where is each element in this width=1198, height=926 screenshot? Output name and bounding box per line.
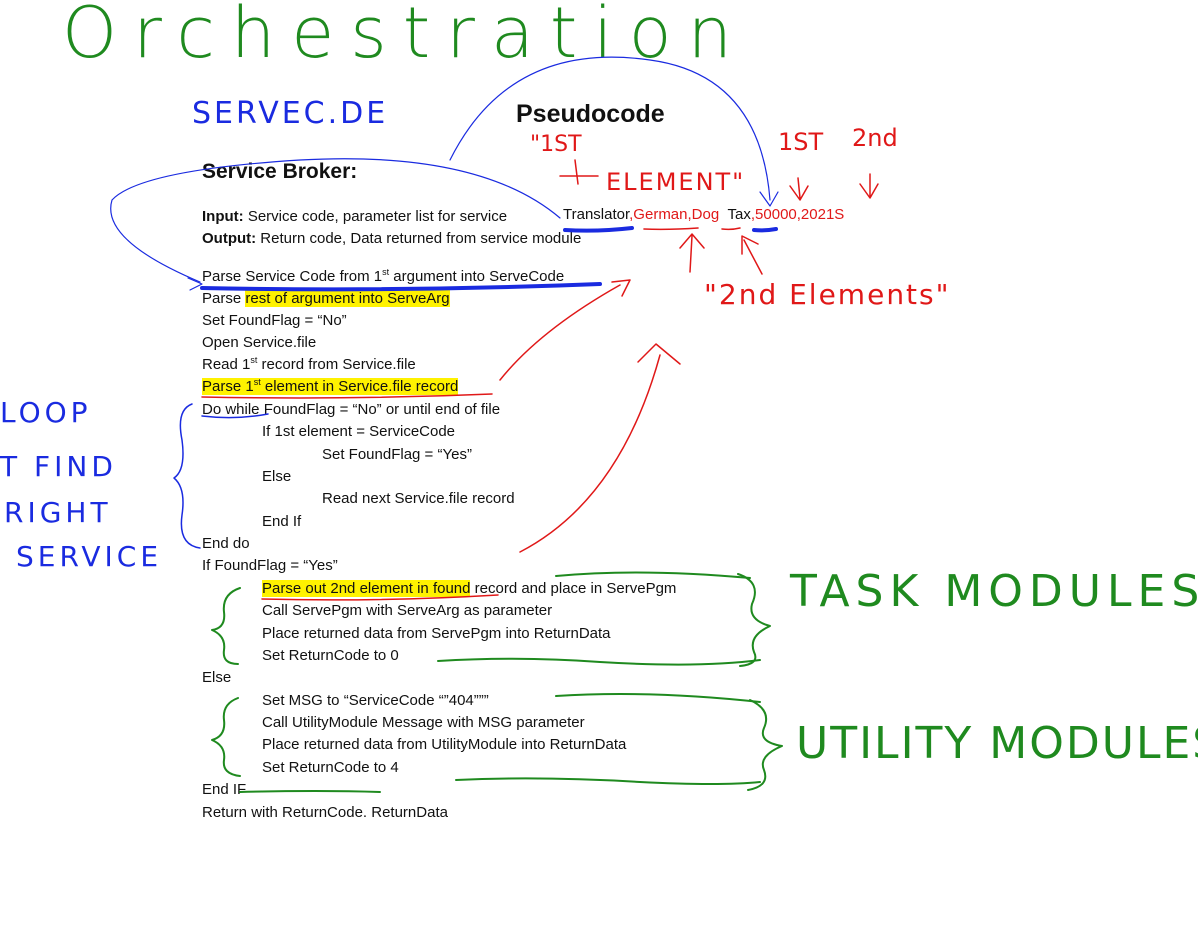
example-args-2: ,50000,2021S [750, 206, 845, 223]
green-line-util-bottom [455, 777, 761, 785]
green-line-util-endif [239, 790, 381, 793]
handwritten-loop-2: T FIND [0, 450, 117, 483]
blue-underline-tax [752, 227, 778, 233]
red-underline-dog [721, 227, 741, 231]
example-service-2: Tax [727, 206, 751, 223]
handwritten-second-elements: "2nd Elements" [704, 278, 951, 311]
code-line-13: End do [202, 535, 250, 552]
code-line-22: Place returned data from UtilityModule i… [262, 736, 627, 753]
blue-arrowhead-parse [187, 277, 203, 291]
handwritten-element: ELEMENT" [606, 168, 746, 196]
green-line-task-top [555, 571, 751, 579]
handwritten-first-element: "1ST [530, 132, 582, 157]
service-broker-heading: Service Broker: [202, 160, 358, 183]
red-arrow-up-1 [679, 233, 705, 273]
handwritten-loop-3: RIGHT [4, 496, 112, 529]
code-line-8: If 1st element = ServiceCode [262, 423, 456, 440]
code-line-2: Parse rest of argument into ServeArg [202, 290, 450, 307]
green-line-util-top [555, 693, 761, 703]
blue-arc-tax [449, 56, 771, 201]
handwritten-loop-4: SERVICE [16, 540, 163, 573]
handwritten-servecode: SERVEC.DE [192, 96, 389, 131]
example-args-1: ,German,Dog [629, 206, 720, 223]
blue-underline-dowhile [201, 413, 269, 419]
code-line-21: Call UtilityModule Message with MSG para… [262, 714, 585, 731]
example-service-1: Translator [563, 206, 630, 223]
handwritten-utility-modules: UTILITY MODULES [796, 718, 1198, 769]
output-text: Return code, Data returned from service … [256, 230, 582, 247]
input-line: Input: Service code, parameter list for … [202, 206, 507, 228]
green-line-task-bottom [437, 657, 761, 666]
code-line-3: Set FoundFlag = “No” [202, 312, 347, 329]
green-brace-task-left [211, 587, 241, 665]
code-line-17: Place returned data from ServePgm into R… [262, 625, 611, 642]
code-line-15: Parse out 2nd element in found record an… [262, 580, 677, 597]
pseudocode-heading: Pseudocode [516, 100, 665, 128]
red-curve-top [499, 284, 621, 381]
code-line-9: Set FoundFlag = “Yes” [322, 446, 472, 463]
handwritten-loop-1: LOOP [0, 396, 92, 429]
red-arrowhead-top [611, 279, 631, 297]
blue-arrowhead-tax [759, 191, 779, 207]
code-line-11: Read next Service.file record [322, 490, 515, 507]
code-line-18: Set ReturnCode to 0 [262, 647, 399, 664]
green-brace-task-right [737, 573, 771, 667]
blue-underline-parse [200, 282, 602, 292]
handwritten-title: Orchestration [62, 0, 748, 74]
example-values: Translator,German,Dog Tax,50000,2021S [563, 206, 844, 223]
blue-arc-translator [110, 158, 561, 283]
code-line-12: End If [262, 513, 302, 530]
output-label: Output: [202, 230, 257, 247]
red-mark-1st [559, 159, 599, 185]
blue-underline-translator [563, 226, 634, 233]
code-line-25: Return with ReturnCode. ReturnData [202, 804, 448, 821]
red-underline-parse1st [201, 393, 493, 399]
red-arrow-down-2 [859, 173, 879, 199]
code-line-4: Open Service.file [202, 334, 317, 351]
red-arrow-up-2 [741, 235, 763, 275]
code-line-24: End IF [202, 781, 247, 798]
code-line-6: Parse 1st element in Service.file record [202, 377, 459, 395]
code-line-19: Else [202, 669, 232, 686]
code-line-5: Read 1st record from Service.file [202, 355, 416, 374]
handwritten-second: 2nd [852, 124, 898, 152]
code-line-1: Parse Service Code from 1st argument int… [202, 267, 565, 286]
output-line: Output: Return code, Data returned from … [202, 228, 581, 250]
red-curve-bottom [519, 354, 661, 553]
code-line-23: Set ReturnCode to 4 [262, 759, 399, 776]
input-text: Service code, parameter list for service [243, 208, 508, 225]
blue-brace-loop [173, 403, 201, 549]
code-line-7: Do while FoundFlag = “No” or until end o… [202, 401, 501, 418]
handwritten-first: 1ST [778, 128, 824, 156]
green-brace-util-right [747, 699, 783, 791]
code-line-14: If FoundFlag = “Yes” [202, 557, 338, 574]
handwritten-task-modules: TASK MODULES [790, 566, 1198, 617]
code-line-16: Call ServePgm with ServeArg as parameter [262, 602, 553, 619]
input-label: Input: [202, 208, 244, 225]
code-line-10: Else [262, 468, 292, 485]
red-arrowhead-bottom [637, 343, 681, 365]
green-brace-util-left [211, 697, 241, 777]
red-arrow-down-1 [789, 177, 809, 201]
code-line-20: Set MSG to “ServiceCode “”404””” [262, 692, 489, 709]
red-underline-german [643, 227, 699, 231]
red-underline-parseout [261, 594, 499, 601]
